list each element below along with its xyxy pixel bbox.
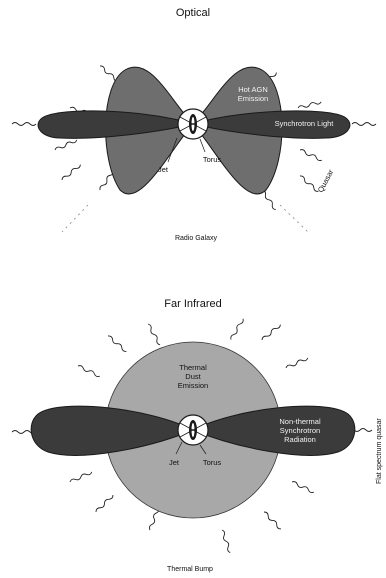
radio-galaxy-view-left	[62, 205, 88, 232]
hot-agn-label-line1: Hot AGN	[238, 85, 268, 94]
hot-agn-label-line2: Emission	[238, 94, 268, 103]
optical-central-torus	[178, 109, 208, 139]
quasar-label: Quasar	[316, 168, 336, 194]
optical-jet-label: Jet	[158, 165, 169, 174]
synchrotron-light-label: Synchrotron Light	[275, 119, 335, 128]
far-infrared-title: Far Infrared	[164, 298, 221, 310]
infrared-central-torus	[178, 415, 208, 445]
infrared-torus-label: Torus	[203, 458, 222, 467]
optical-torus-label: Torus	[203, 155, 222, 164]
thermal-bump-label: Thermal Bump	[167, 566, 213, 573]
thermal-dust-label-line1: Thermal	[179, 363, 207, 372]
radio-galaxy-label: Radio Galaxy	[175, 235, 218, 242]
optical-title: Optical	[176, 7, 210, 19]
non-thermal-label-line1: Non-thermal	[279, 417, 321, 426]
far-infrared-panel: Far Infrared	[12, 298, 383, 573]
non-thermal-label-line3: Radiation	[284, 435, 316, 444]
optical-panel: Optical	[12, 7, 376, 242]
infrared-jet-label: Jet	[169, 458, 180, 467]
thermal-dust-label-line3: Emission	[178, 381, 208, 390]
flat-spectrum-quasar-label: Flat spectrum quasar	[376, 418, 383, 484]
thermal-dust-label-line2: Dust	[185, 372, 201, 381]
non-thermal-label-line2: Synchrotron	[280, 426, 320, 435]
radio-galaxy-view-right	[280, 205, 308, 232]
